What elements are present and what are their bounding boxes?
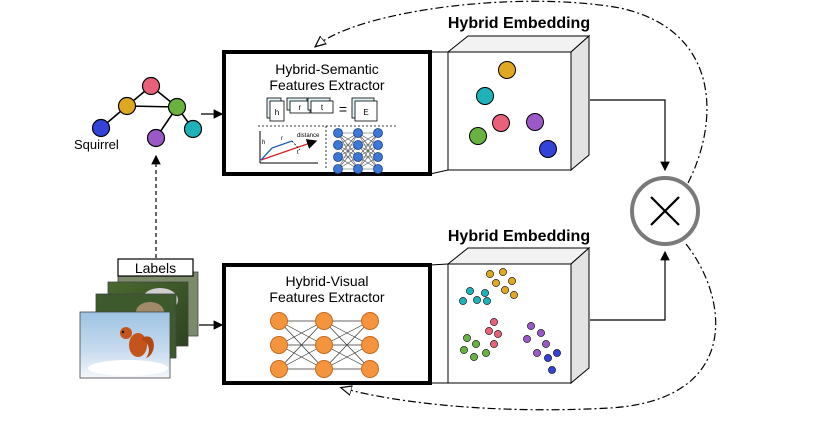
bottom-feedback-loop bbox=[342, 243, 717, 411]
graph-node-pink bbox=[141, 76, 161, 96]
arrow-bottom-to-multiply bbox=[590, 250, 670, 321]
semantic-extractor: Hybrid-Semantic Features Extractor h r t… bbox=[222, 50, 432, 176]
distance-plot: h r t distance bbox=[259, 131, 320, 164]
top-point-purple bbox=[526, 113, 544, 131]
eq-equals: = bbox=[339, 101, 347, 117]
top-point-pink bbox=[492, 114, 510, 132]
plot-h: h bbox=[262, 140, 265, 146]
visual-extractor: Hybrid-Visual Features Extractor bbox=[222, 263, 432, 385]
cluster-yellow bbox=[486, 268, 518, 299]
top-point-blue bbox=[539, 140, 557, 158]
image-stack: Labels bbox=[79, 258, 199, 379]
embedding-equation: h r t = E bbox=[266, 97, 378, 122]
labels-box-text: Labels bbox=[135, 260, 176, 276]
eq-t: t bbox=[321, 103, 324, 112]
orange-neural-network bbox=[270, 312, 379, 378]
semantic-extractor-title-2: Features Extractor bbox=[269, 77, 384, 93]
eq-h: h bbox=[275, 108, 279, 117]
graph-node-blue bbox=[91, 118, 111, 138]
top-point-yellow bbox=[498, 61, 516, 79]
cluster-purple bbox=[523, 322, 550, 357]
top-point-green bbox=[469, 127, 487, 145]
graph-node-green bbox=[167, 97, 187, 117]
eq-r: r bbox=[299, 103, 302, 112]
top-point-teal bbox=[476, 87, 494, 105]
top-embedding-cube bbox=[446, 34, 591, 172]
labels-box bbox=[117, 258, 194, 277]
small-neural-network bbox=[333, 128, 383, 174]
plot-r: r bbox=[281, 136, 283, 142]
plot-distance: distance bbox=[297, 133, 320, 139]
graph-node-label: Squirrel bbox=[74, 137, 119, 152]
top-feedback-loop bbox=[316, 0, 708, 184]
cluster-pink bbox=[485, 318, 502, 348]
graph-node-yellow bbox=[117, 96, 137, 116]
graph-node-teal bbox=[183, 119, 203, 139]
cluster-green bbox=[460, 334, 490, 361]
bottom-embedding-title: Hybrid Embedding bbox=[448, 228, 590, 245]
cluster-blue bbox=[544, 349, 561, 374]
graph-node-purple bbox=[146, 128, 166, 148]
eq-e: E bbox=[363, 108, 368, 117]
top-embedding-title: Hybrid Embedding bbox=[448, 15, 590, 32]
semantic-extractor-title-1: Hybrid-Semantic bbox=[275, 61, 378, 77]
arrow-top-to-multiply bbox=[590, 99, 670, 172]
visual-extractor-title-2: Features Extractor bbox=[269, 289, 384, 305]
visual-extractor-title-1: Hybrid-Visual bbox=[286, 273, 369, 289]
plot-t: t bbox=[297, 150, 299, 156]
knowledge-graph: Squirrel bbox=[74, 76, 203, 152]
bottom-embedding-cube bbox=[446, 246, 591, 385]
cluster-teal bbox=[459, 287, 491, 305]
multiply-operator bbox=[630, 176, 700, 246]
